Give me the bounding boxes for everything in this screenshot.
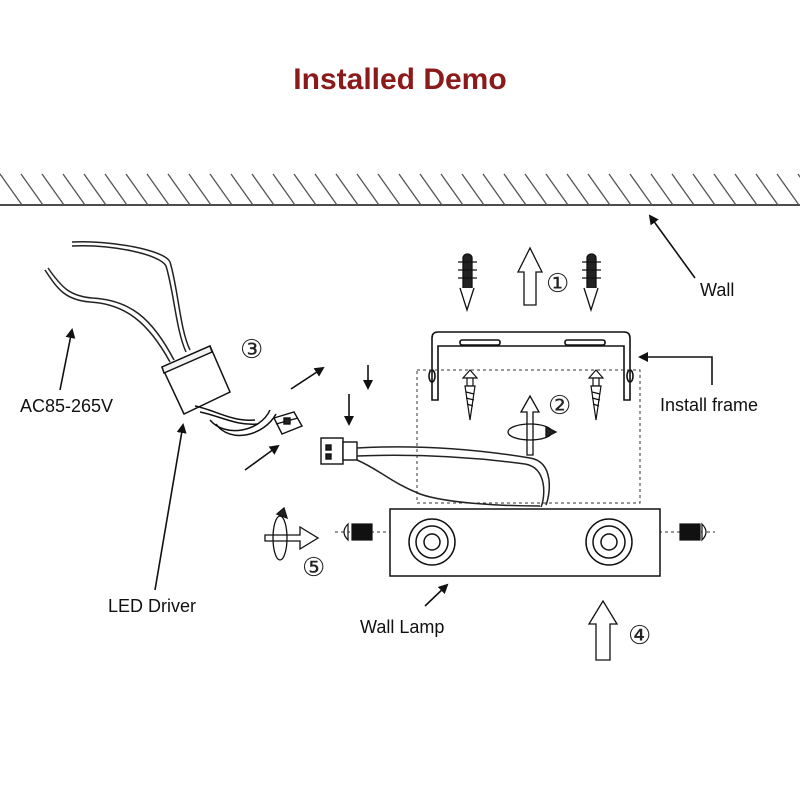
hatch-line	[272, 173, 296, 206]
arrow-up-right-1	[290, 366, 325, 390]
hatch-line	[692, 173, 716, 206]
hatch-line	[377, 173, 401, 206]
hatch-line	[545, 173, 569, 206]
hatch-line	[629, 173, 653, 206]
step-3-marker: ③	[240, 335, 263, 365]
hatch-line	[62, 173, 86, 206]
hatch-line	[0, 173, 23, 206]
hatch-line	[314, 173, 338, 206]
step-2-marker: ②	[548, 391, 571, 421]
lamp-wires	[356, 446, 550, 508]
step-5-marker: ⑤	[302, 553, 325, 583]
wall-lamp	[389, 508, 661, 577]
install-frame-pointer	[638, 352, 713, 385]
hatch-line	[230, 173, 254, 206]
led-driver-box	[160, 344, 277, 437]
power-label: AC85-265V	[20, 396, 113, 416]
hatch-line	[125, 173, 149, 206]
hatch-line	[293, 173, 317, 206]
hatch-line	[398, 173, 422, 206]
side-screw-left	[343, 522, 373, 542]
hatch-line	[251, 173, 275, 206]
power-pointer	[59, 328, 76, 391]
power-cable	[44, 240, 191, 363]
wall-plug-right	[582, 253, 601, 313]
step-4-marker: ④	[628, 621, 651, 651]
lamp-pointer	[424, 583, 449, 607]
wall-pointer	[648, 214, 696, 279]
step1-up-arrow	[516, 246, 544, 306]
install-frame-label: Install frame	[660, 395, 758, 415]
hatch-line	[671, 173, 695, 206]
arrow-up-right-2	[244, 444, 280, 471]
step4-up-arrow	[587, 599, 619, 661]
hatch-line	[41, 173, 65, 206]
driver-label: LED Driver	[108, 596, 196, 616]
lamp-label: Wall Lamp	[360, 617, 444, 637]
hatch-line	[440, 173, 464, 206]
hatch-line	[356, 173, 380, 206]
wall-plug-left	[458, 253, 477, 313]
wall-hatch	[0, 173, 800, 206]
hatch-line	[524, 173, 548, 206]
install-frame	[428, 331, 634, 401]
hatch-line	[188, 173, 212, 206]
hatch-line	[734, 173, 758, 206]
lamp-connector	[320, 437, 358, 465]
screw-left	[461, 369, 479, 421]
side-screw-right	[679, 522, 707, 542]
hatch-line	[650, 173, 674, 206]
hatch-line	[83, 173, 107, 206]
hatch-line	[776, 173, 800, 206]
hatch-line	[461, 173, 485, 206]
rotate-screw-icon	[264, 506, 320, 561]
lamp-light-right	[585, 518, 633, 566]
driver-pointer	[154, 423, 187, 591]
hatch-line	[755, 173, 779, 206]
step-1-marker: ①	[546, 269, 569, 299]
hatch-line	[20, 173, 44, 206]
hatch-line	[482, 173, 506, 206]
hatch-line	[713, 173, 737, 206]
driver-connector	[273, 411, 304, 435]
screw-right	[587, 369, 605, 421]
lamp-light-left	[408, 518, 456, 566]
hatch-line	[608, 173, 632, 206]
hatch-line	[209, 173, 233, 206]
hatch-line	[566, 173, 590, 206]
wall-label: Wall	[700, 280, 734, 300]
hatch-line	[167, 173, 191, 206]
alignment-guides	[335, 369, 715, 533]
hatch-line	[419, 173, 443, 206]
hatch-line	[104, 173, 128, 206]
rotate-icon	[507, 394, 558, 456]
diagram-title: Installed Demo	[293, 63, 506, 96]
hatch-line	[503, 173, 527, 206]
hatch-line	[587, 173, 611, 206]
hatch-line	[146, 173, 170, 206]
hatch-line	[335, 173, 359, 206]
